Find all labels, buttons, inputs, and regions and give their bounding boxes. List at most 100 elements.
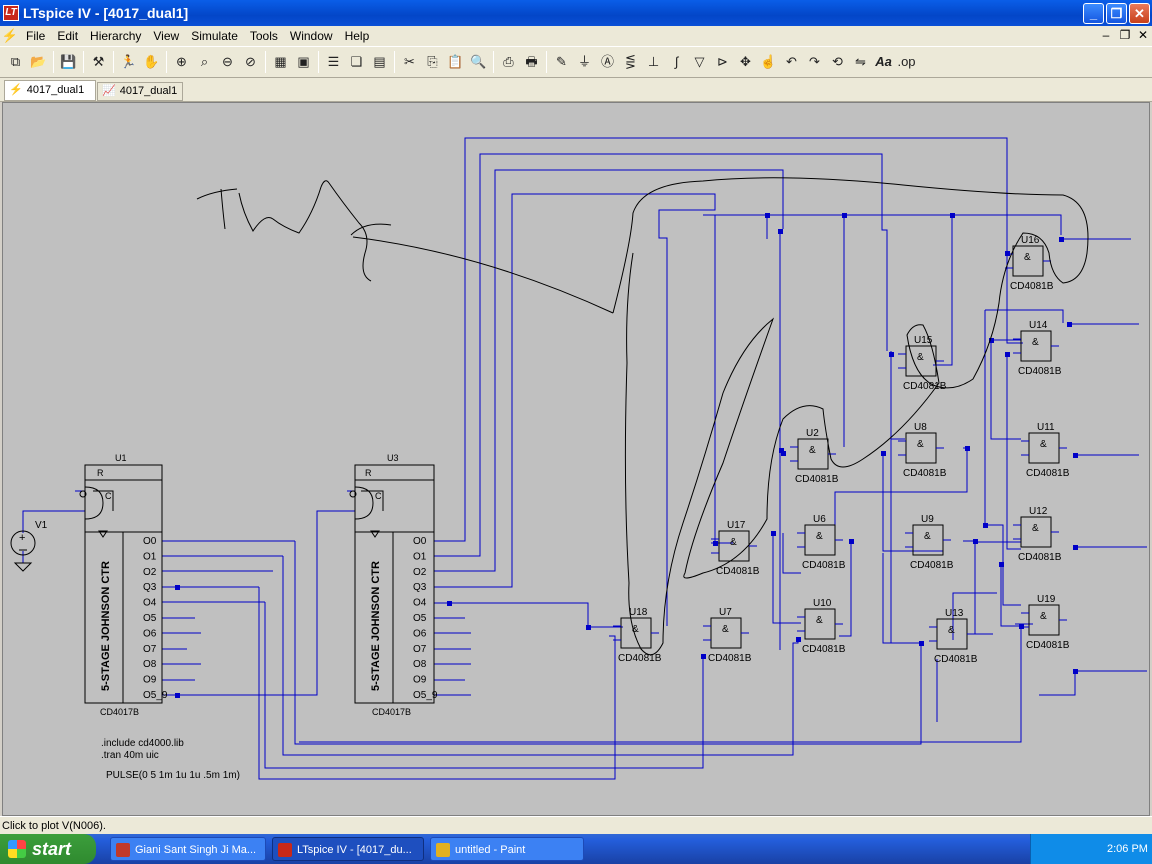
print-setup-icon[interactable]: ⎙: [503, 54, 514, 69]
tab-waveform[interactable]: 📈 4017_dual1: [97, 82, 183, 101]
mdi-minimize-button[interactable]: –: [1102, 28, 1110, 42]
menu-window[interactable]: Window: [289, 29, 333, 43]
menu-simulate[interactable]: Simulate: [191, 29, 238, 43]
menu-edit[interactable]: Edit: [57, 29, 79, 43]
redo-icon[interactable]: ↷: [809, 54, 820, 69]
pulse-source-value[interactable]: PULSE(0 5 1m 1u 1u .5m 1m): [106, 770, 240, 781]
label-net-icon[interactable]: Ⓐ: [600, 54, 614, 69]
directive-tran[interactable]: .tran 40m uic: [101, 750, 159, 761]
cut-icon[interactable]: ✂: [404, 54, 415, 69]
tile-vertical-icon[interactable]: ▤: [373, 54, 386, 69]
mirror-icon[interactable]: ⇋: [855, 54, 866, 69]
status-text: Click to plot V(N006).: [2, 820, 106, 832]
restore-button[interactable]: ❐: [1106, 3, 1127, 24]
menu-hierarchy[interactable]: Hierarchy: [90, 29, 142, 43]
wire-icon[interactable]: ✎: [556, 54, 567, 69]
copy-icon[interactable]: ⎘: [427, 54, 438, 69]
zoom-cancel-icon[interactable]: ⊘: [245, 54, 256, 69]
ltspice-app-icon[interactable]: LT: [3, 5, 19, 21]
zoom-in-icon[interactable]: ⊕: [176, 54, 187, 69]
taskbar-item-browser[interactable]: Giani Sant Singh Ji Ma...: [110, 837, 266, 861]
windows-flag-icon: [8, 840, 26, 858]
junction-dot: [713, 541, 718, 546]
clock[interactable]: 2:06 PM: [1107, 843, 1148, 855]
schematic-icon: ⚡: [9, 84, 23, 96]
toolbar: ⧉ 📂 💾 ⚒ 🏃 ✋ ⊕ ⌕ ⊖ ⊘ ▦ ▣ ☰ ❏ ▤ ✂ ⎘ 📋 🔍 ⎙ …: [0, 46, 1152, 78]
text-icon[interactable]: Aa: [875, 54, 892, 69]
new-schematic-icon[interactable]: ⧉: [10, 54, 21, 69]
diode-icon[interactable]: ▽: [694, 54, 705, 69]
move-icon[interactable]: ✥: [740, 54, 751, 69]
tab-schematic[interactable]: ⚡ 4017_dual1: [4, 80, 96, 101]
taskbar-item-paint[interactable]: untitled - Paint: [430, 837, 584, 861]
pan-icon[interactable]: ⌕: [200, 54, 209, 69]
print-icon[interactable]: 🖶: [525, 54, 538, 69]
gate-ref: U7: [719, 607, 732, 618]
undo-icon[interactable]: ↶: [786, 54, 797, 69]
open-icon[interactable]: 📂: [30, 54, 47, 69]
counter-u3[interactable]: R C 5-STAGE JOHNSON CTR U3 CD4017B O0O1O…: [349, 453, 438, 717]
u3-pin-r: R: [365, 468, 372, 478]
taskbar-item-ltspice[interactable]: LTspice IV - [4017_du...: [272, 837, 424, 861]
save-icon[interactable]: 💾: [60, 54, 77, 69]
paste-icon[interactable]: 📋: [447, 54, 464, 69]
menu-file[interactable]: File: [26, 29, 46, 43]
mdi-close-button[interactable]: ✕: [1137, 28, 1149, 42]
grid-icon[interactable]: ▣: [297, 54, 310, 69]
resistor-icon[interactable]: ⋚: [625, 54, 636, 69]
rotate-icon[interactable]: ⟲: [832, 54, 843, 69]
tile-horizontal-icon[interactable]: ☰: [327, 54, 340, 69]
junction-dot: [1073, 545, 1078, 550]
mdi-restore-button[interactable]: ❐: [1119, 28, 1131, 42]
junction-dot: [771, 531, 776, 536]
counter-output-pin-label: O6: [413, 628, 427, 639]
gate-part: CD4081B: [795, 474, 839, 485]
counter-output-pin-label: O5: [143, 613, 157, 624]
component-icon[interactable]: ⊳: [717, 54, 728, 69]
gate-part: CD4081B: [708, 653, 752, 664]
run-icon[interactable]: 🏃: [120, 54, 137, 69]
spice-directive-icon[interactable]: .op: [897, 54, 916, 69]
directive-include[interactable]: .include cd4000.lib: [101, 738, 184, 749]
voltage-source-v1[interactable]: + V1: [10, 520, 48, 572]
close-button[interactable]: ✕: [1129, 3, 1150, 24]
inductor-icon[interactable]: ∫: [674, 54, 679, 69]
minimize-button[interactable]: _: [1083, 3, 1104, 24]
document-tab-bar: ⚡ 4017_dual1 📈 4017_dual1: [0, 78, 1152, 102]
menu-view[interactable]: View: [153, 29, 180, 43]
menu-help[interactable]: Help: [344, 29, 370, 43]
document-icon[interactable]: ⚡: [1, 28, 19, 43]
ground-icon[interactable]: ⏚: [577, 54, 591, 69]
zoom-out-icon[interactable]: ⊖: [222, 54, 233, 69]
counter-output-pin-label: O4: [143, 598, 157, 609]
capacitor-icon[interactable]: ⊥: [647, 54, 660, 69]
drag-icon[interactable]: ☝: [760, 54, 777, 69]
cascade-icon[interactable]: ❏: [350, 54, 363, 69]
find-icon[interactable]: 🔍: [470, 54, 487, 69]
menu-tools[interactable]: Tools: [249, 29, 278, 43]
halt-icon[interactable]: ✋: [143, 54, 160, 69]
junction-dot: [989, 338, 994, 343]
taskbar: start Giani Sant Singh Ji Ma... LTspice …: [0, 834, 1152, 864]
counter-u1[interactable]: R C 5-STAGE JOHNSON CTR U1 CD4017B O0O1O…: [79, 453, 168, 717]
gate-symbol: &: [722, 624, 729, 635]
start-button[interactable]: start: [0, 834, 96, 864]
control-panel-icon[interactable]: ⚒: [92, 54, 105, 69]
autorange-icon[interactable]: ▦: [274, 54, 287, 69]
